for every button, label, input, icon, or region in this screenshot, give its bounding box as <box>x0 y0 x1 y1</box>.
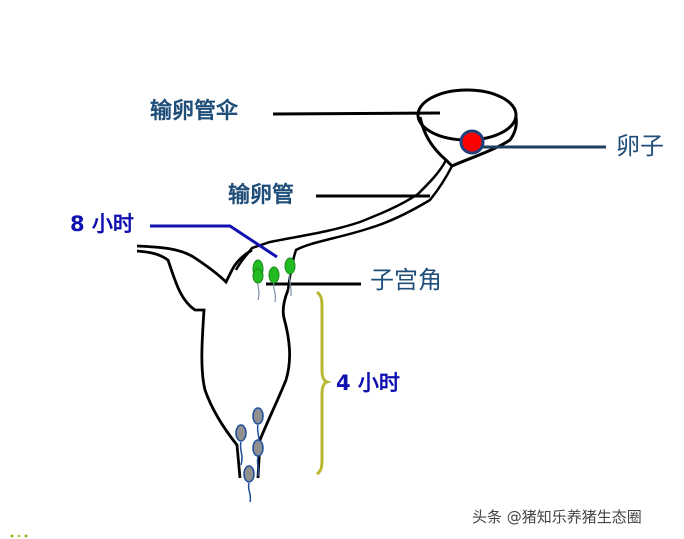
uterus-shape <box>136 244 291 479</box>
label-time-4h: 4 小时 <box>336 371 400 395</box>
decorative-dots <box>10 534 28 538</box>
watermark: 头条 @猪知乐养猪生态圈 <box>472 508 642 526</box>
label-infundibulum: 输卵管伞 <box>150 98 239 124</box>
label-egg: 卵子 <box>616 132 664 160</box>
infundibulum-shape <box>416 88 518 168</box>
label-oviduct: 输卵管 <box>228 182 295 208</box>
sperm-group-green <box>252 257 296 303</box>
label-uterine-horn: 子宫角 <box>370 266 442 294</box>
sperm-group-gray <box>235 407 264 503</box>
label-time-8h: 8 小时 <box>70 212 134 236</box>
time-8h-leader <box>150 224 278 259</box>
brace-icon <box>316 290 332 476</box>
egg-icon <box>459 129 485 155</box>
infundibulum-leader <box>272 111 441 116</box>
